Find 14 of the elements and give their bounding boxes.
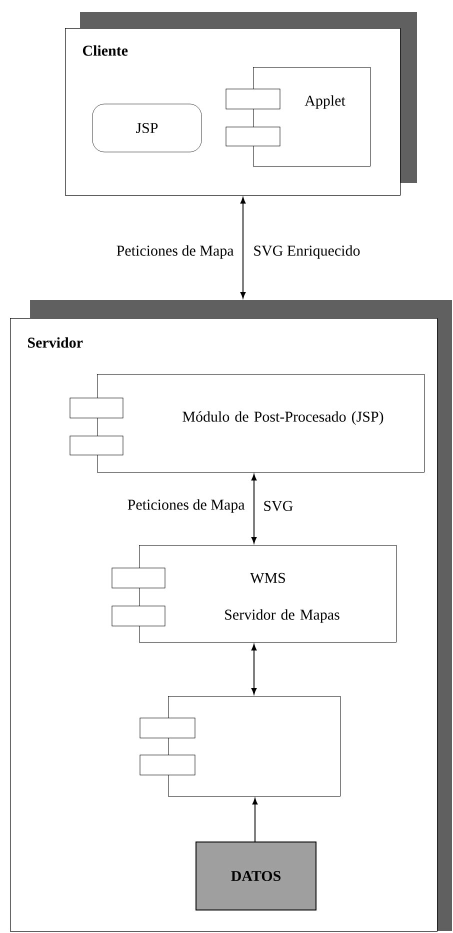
component-box: Módulo de Post-Procesado (JSP) <box>70 374 424 472</box>
rounded-box: JSP <box>92 104 202 152</box>
component-box <box>140 696 340 796</box>
arrow <box>251 474 257 544</box>
component-box: WMS Servidor de Mapas <box>112 545 396 642</box>
edge-label: Peticiones de Mapa <box>126 498 246 514</box>
arrow <box>240 197 246 298</box>
flow-label: SVG <box>262 500 294 512</box>
data-box: DATOS <box>196 842 316 910</box>
arrow <box>251 644 257 694</box>
flow-label: SVG Enriquecido <box>252 244 362 260</box>
arrow <box>252 798 258 842</box>
component-box: Applet <box>226 67 370 166</box>
edge-label: Peticiones de Mapa <box>115 244 235 260</box>
